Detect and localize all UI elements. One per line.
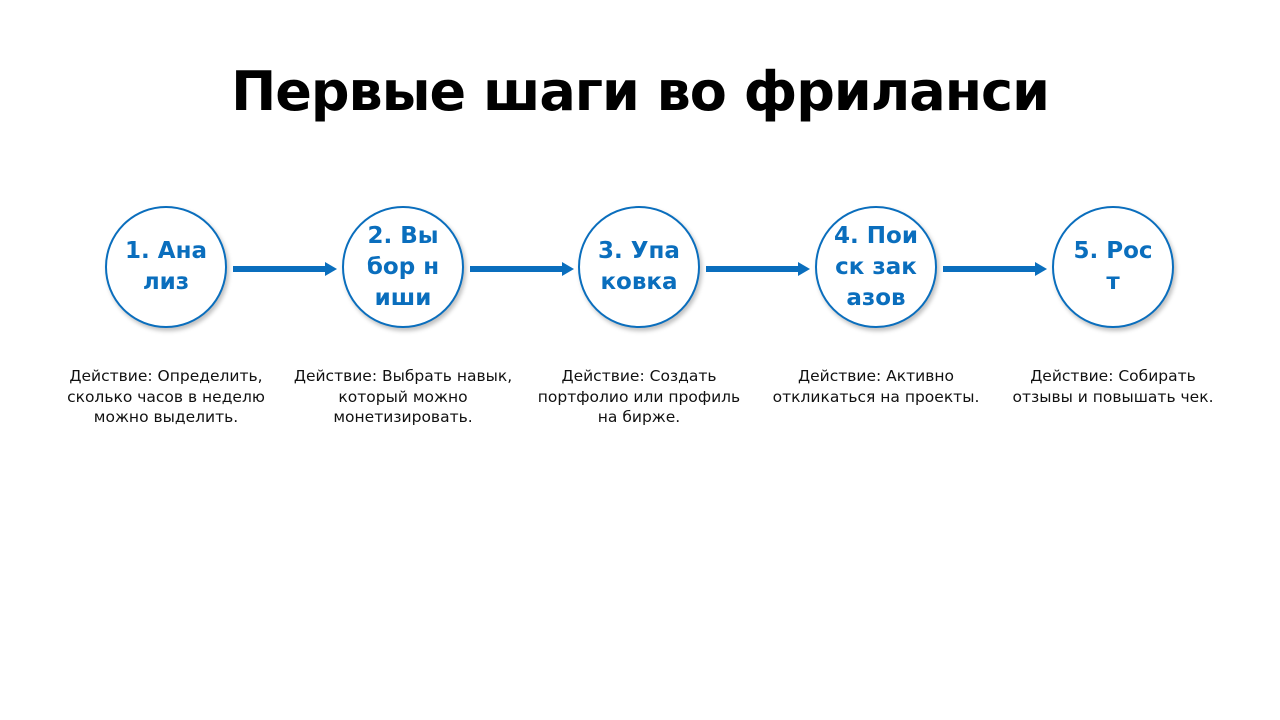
step-circle-3: 3. Упаковка [578, 206, 700, 328]
step-description-4: Действие: Активно откликаться на проекты… [772, 367, 980, 406]
step-label-2: 2. Выбор ниши [366, 222, 440, 311]
step-label-1: 1. Анализ [125, 238, 207, 295]
arrow-right-icon [943, 262, 1047, 276]
step-label-5: 5. Рост [1073, 238, 1153, 295]
step-circle-2: 2. Выбор ниши [342, 206, 464, 328]
step-circle-5: 5. Рост [1052, 206, 1174, 328]
step-description-5: Действие: Собирать отзывы и повышать чек… [1012, 367, 1214, 406]
step-circle-4: 4. Поиск заказов [815, 206, 937, 328]
step-description-1: Действие: Определить, сколько часов в не… [67, 367, 265, 426]
arrow-right-icon [706, 262, 810, 276]
step-label-3: 3. Упаковка [598, 238, 680, 295]
step-description-3: Действие: Создать портфолио или профиль … [537, 367, 741, 426]
step-description-2: Действие: Выбрать навык, который можно м… [293, 367, 513, 426]
arrow-right-icon [233, 262, 337, 276]
slide-title: Первые шаги во фриланси [231, 60, 1050, 123]
arrow-right-icon [470, 262, 574, 276]
step-label-4: 4. Поиск заказов [834, 222, 918, 311]
step-circle-1: 1. Анализ [105, 206, 227, 328]
